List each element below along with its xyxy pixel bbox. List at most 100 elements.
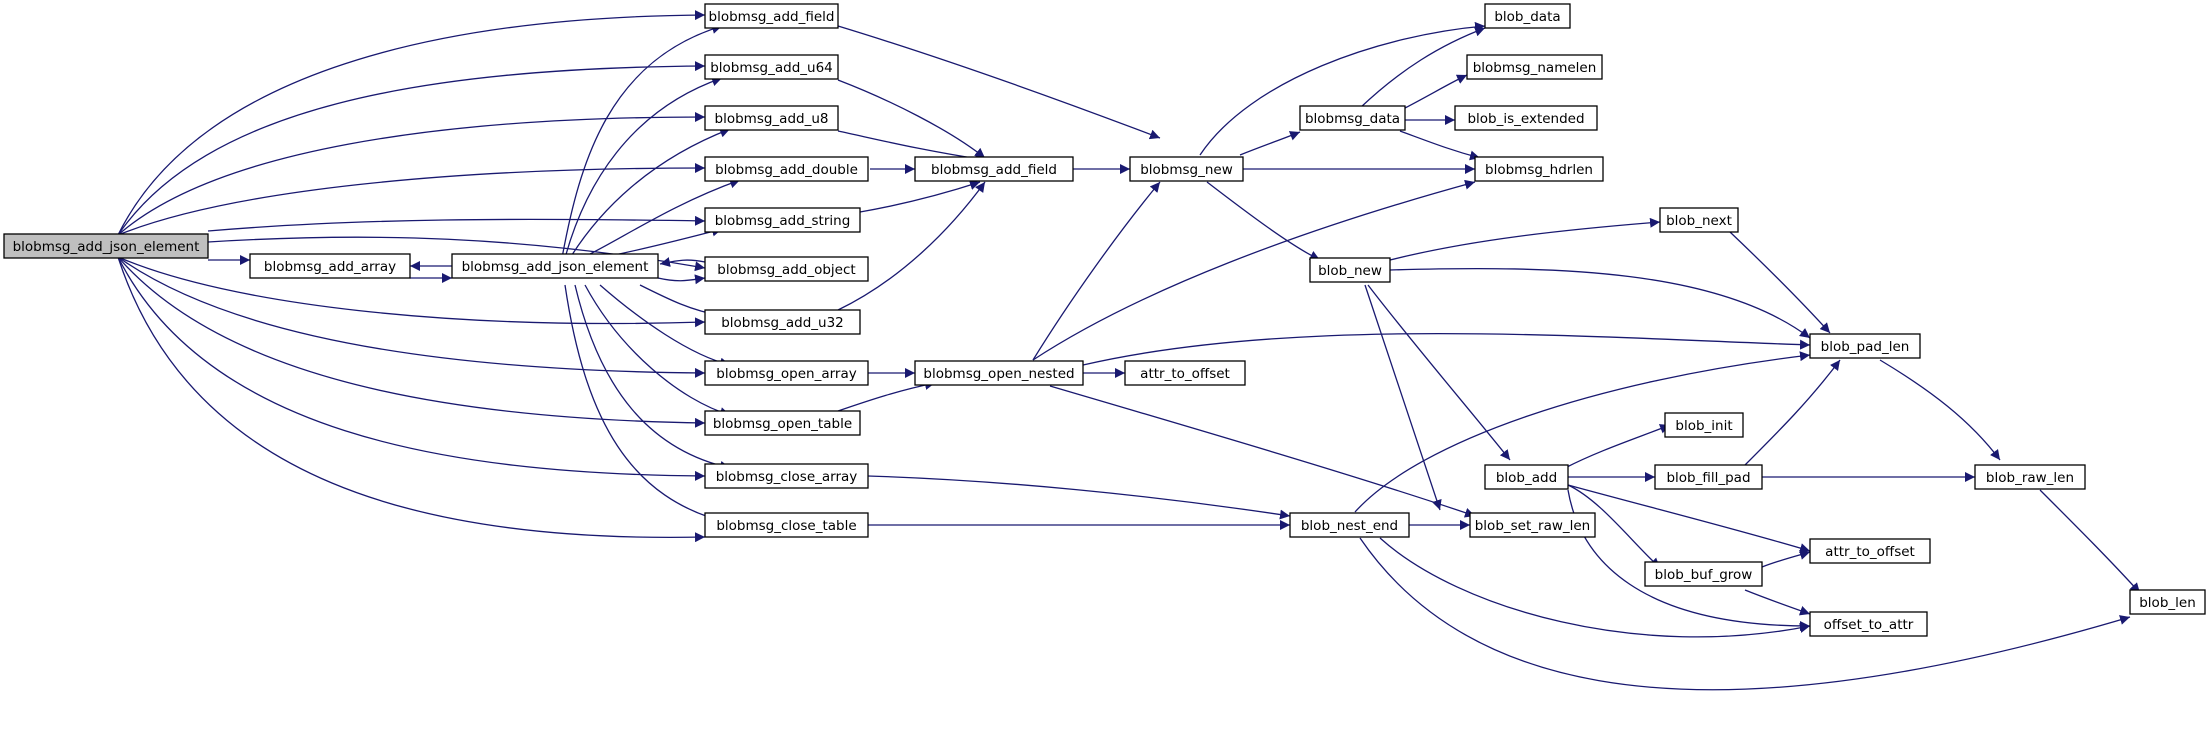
node-blob-pad-len[interactable]: blob_pad_len xyxy=(1809,333,1921,359)
node-label: blobmsg_open_array xyxy=(716,366,857,382)
node-bm-new[interactable]: blobmsg_new xyxy=(1129,156,1244,182)
edge-blob-new-blob-next xyxy=(1389,217,1661,261)
edge-add-json-open-table xyxy=(584,284,731,417)
node-box xyxy=(1309,257,1391,283)
node-open-table[interactable]: blobmsg_open_table xyxy=(704,410,861,436)
edge-open-nested-bm-new xyxy=(1032,181,1161,361)
node-blob-data[interactable]: blob_data xyxy=(1484,3,1571,29)
edge-bm-data-bm-hdrlen xyxy=(1399,130,1481,161)
node-add-json[interactable]: blobmsg_add_json_element xyxy=(451,253,659,279)
edge-blob-nest-end-blob-pad-len xyxy=(1354,351,1811,513)
node-attr-to-offset1[interactable]: attr_to_offset xyxy=(1124,360,1246,386)
edge-add-u64-add-field2 xyxy=(837,79,986,159)
node-add-double[interactable]: blobmsg_add_double xyxy=(704,156,869,182)
node-box xyxy=(914,156,1074,182)
node-label: blobmsg_add_u64 xyxy=(710,60,833,76)
node-blob-nest-end[interactable]: blob_nest_end xyxy=(1289,512,1410,538)
node-label: blob_pad_len xyxy=(1821,339,1910,355)
edge-blob-add-blob-init xyxy=(1564,424,1671,469)
node-label: blobmsg_open_nested xyxy=(923,366,1074,382)
node-box xyxy=(1474,156,1604,182)
node-add-u64[interactable]: blobmsg_add_u64 xyxy=(704,54,839,80)
edge-add-json-add-u8 xyxy=(569,127,731,259)
node-box xyxy=(1466,54,1603,80)
node-close-table[interactable]: blobmsg_close_table xyxy=(704,512,869,538)
edge-add-u8-add-field2 xyxy=(837,130,986,164)
node-label: blobmsg_add_array xyxy=(264,259,396,275)
node-add-field2[interactable]: blobmsg_add_field xyxy=(914,156,1074,182)
node-box xyxy=(1484,464,1569,490)
node-add-object[interactable]: blobmsg_add_object xyxy=(704,256,869,282)
node-label: blobmsg_open_table xyxy=(713,416,852,432)
node-add-u8[interactable]: blobmsg_add_u8 xyxy=(704,105,839,131)
node-blob-next[interactable]: blob_next xyxy=(1659,207,1739,233)
node-box xyxy=(704,256,869,282)
edge-root-add-u8 xyxy=(117,112,706,236)
node-open-nested[interactable]: blobmsg_open_nested xyxy=(914,360,1084,386)
node-add-field[interactable]: blobmsg_add_field xyxy=(704,3,839,29)
node-label: blobmsg_new xyxy=(1140,162,1233,178)
edge-blob-new-blob-add xyxy=(1367,284,1511,461)
node-box xyxy=(704,410,861,436)
node-blob-is-extended[interactable]: blob_is_extended xyxy=(1454,105,1598,131)
edge-add-json-add-double xyxy=(581,178,741,259)
node-label: attr_to_offset xyxy=(1825,544,1915,560)
node-add-array[interactable]: blobmsg_add_array xyxy=(249,253,411,279)
node-root[interactable]: blobmsg_add_json_element xyxy=(3,233,209,259)
node-attr-to-offset2[interactable]: attr_to_offset xyxy=(1809,538,1931,564)
node-blob-fill-pad[interactable]: blob_fill_pad xyxy=(1654,464,1763,490)
node-box xyxy=(704,512,869,538)
edge-add-json-close-array xyxy=(574,284,731,471)
node-add-u32[interactable]: blobmsg_add_u32 xyxy=(704,309,861,335)
edge-bm-new-bm-data xyxy=(1239,131,1301,156)
node-close-array[interactable]: blobmsg_close_array xyxy=(704,463,869,489)
edge-add-json-add-field xyxy=(561,24,723,259)
node-box xyxy=(1469,512,1596,538)
node-box xyxy=(451,253,659,279)
node-offset-to-attr[interactable]: offset_to_attr xyxy=(1809,611,1928,637)
edge-add-json-close-table xyxy=(564,284,731,526)
node-blob-add[interactable]: blob_add xyxy=(1484,464,1569,490)
node-box xyxy=(1454,105,1598,131)
node-box xyxy=(704,54,839,80)
node-blob-init[interactable]: blob_init xyxy=(1664,412,1744,438)
node-label: blobmsg_add_field xyxy=(709,9,835,25)
edge-add-u32-add-field2 xyxy=(837,181,986,311)
edge-bm-data-bm-namelen xyxy=(1404,74,1468,109)
node-label: blobmsg_add_json_element xyxy=(462,259,649,275)
edge-blob-buf-grow-offset-to-attr xyxy=(1744,589,1811,616)
node-box xyxy=(704,309,861,335)
edge-add-object-add-json xyxy=(659,257,706,267)
node-blob-set-raw-len[interactable]: blob_set_raw_len xyxy=(1469,512,1596,538)
node-bm-data[interactable]: blobmsg_data xyxy=(1299,105,1406,131)
node-bm-namelen[interactable]: blobmsg_namelen xyxy=(1466,54,1603,80)
edge-add-json-add-u64 xyxy=(564,76,723,259)
node-label: blobmsg_hdrlen xyxy=(1485,162,1593,178)
node-label: blobmsg_add_object xyxy=(717,262,855,278)
edge-add-string-add-field2 xyxy=(859,180,981,213)
node-bm-hdrlen[interactable]: blobmsg_hdrlen xyxy=(1474,156,1604,182)
node-label: blob_is_extended xyxy=(1467,111,1584,127)
node-blob-len[interactable]: blob_len xyxy=(2129,589,2206,615)
edge-blob-new-blob-pad-len xyxy=(1389,267,1811,339)
edge-add-json-add-object xyxy=(657,274,706,285)
node-label: blob_buf_grow xyxy=(1655,567,1753,583)
node-label: blob_raw_len xyxy=(1986,470,2074,486)
node-label: blobmsg_add_json_element xyxy=(13,239,200,255)
node-box xyxy=(704,3,839,29)
node-box xyxy=(249,253,411,279)
node-label: attr_to_offset xyxy=(1140,366,1230,382)
node-label: blobmsg_add_string xyxy=(715,213,851,229)
node-box xyxy=(1974,464,2086,490)
node-add-string[interactable]: blobmsg_add_string xyxy=(704,207,861,233)
edge-root-add-u64 xyxy=(117,61,706,236)
node-label: blobmsg_close_table xyxy=(716,518,856,534)
node-label: blob_len xyxy=(2139,595,2196,611)
node-blob-raw-len[interactable]: blob_raw_len xyxy=(1974,464,2086,490)
node-open-array[interactable]: blobmsg_open_array xyxy=(704,360,869,386)
edge-add-field-bm-new xyxy=(837,25,1161,140)
node-blob-buf-grow[interactable]: blob_buf_grow xyxy=(1644,561,1763,587)
node-blob-new[interactable]: blob_new xyxy=(1309,257,1391,283)
edge-root-add-string xyxy=(207,215,706,232)
